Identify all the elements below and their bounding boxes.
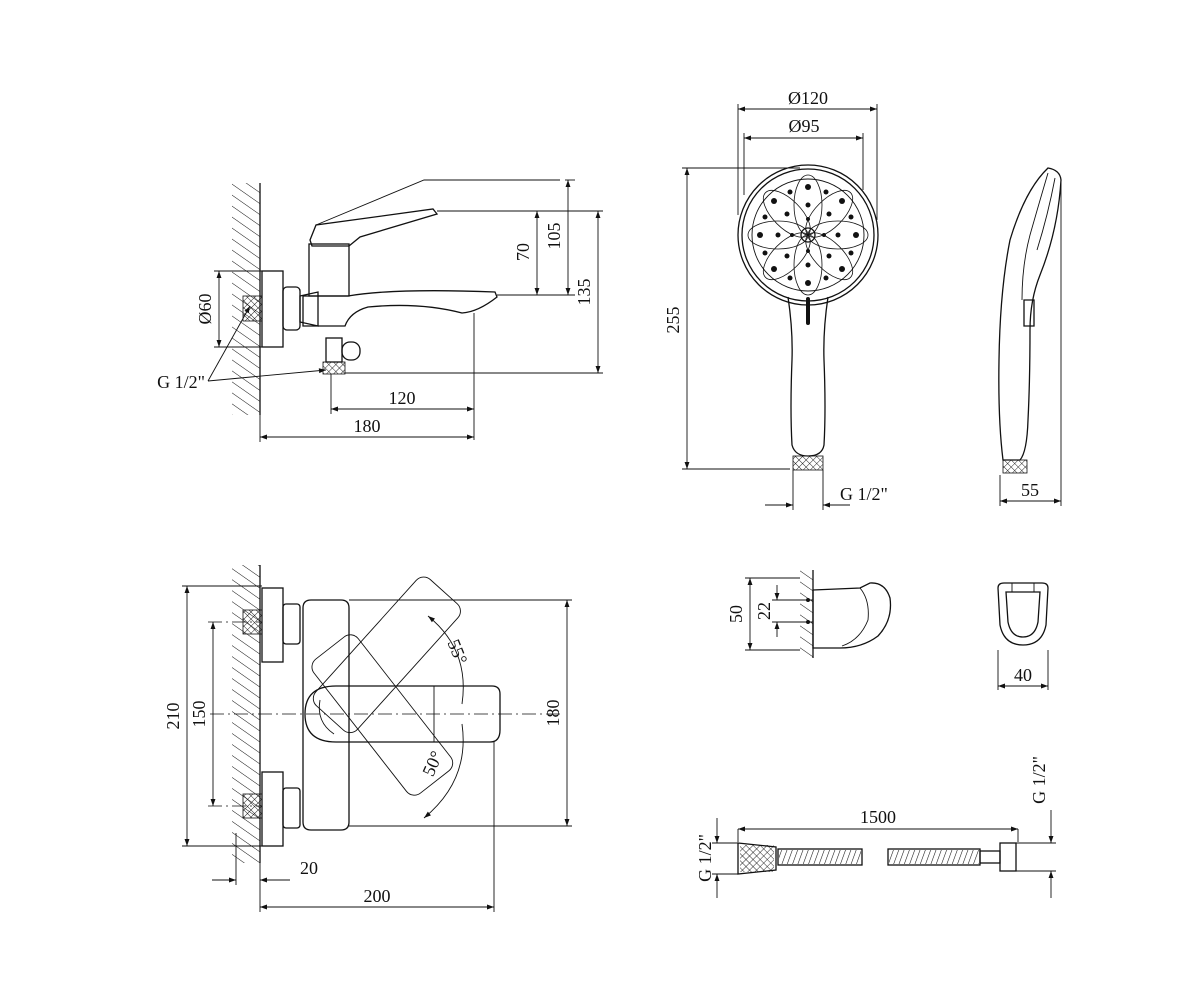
hose-outlet-thread: [322, 361, 346, 375]
holder-body: [812, 582, 892, 649]
holder-front: 40: [997, 582, 1049, 690]
dim-55: 55: [1021, 480, 1039, 500]
diverter-knob: [341, 341, 361, 361]
angle-arc-50: [423, 723, 464, 819]
hand-shower-front: Ø120 Ø95 255: [663, 88, 888, 510]
hose-cone-knurl: [740, 845, 774, 872]
upper-flange: [261, 587, 284, 663]
dim-20: 20: [300, 858, 318, 878]
dim-50: 50: [726, 605, 746, 623]
hose-thread-right-label: G 1/2": [1029, 756, 1049, 804]
holder-cup-line: [841, 587, 869, 647]
dim-135: 135: [574, 279, 594, 306]
hose-thread-left-label: G 1/2": [695, 834, 715, 882]
dim-40: 40: [1014, 665, 1032, 685]
lever-raised-outline: [315, 179, 560, 226]
lower-flange: [261, 771, 284, 847]
handle-rotated-right: [312, 576, 461, 734]
lever-handle: [309, 208, 439, 247]
holder-front-outline: [997, 582, 1049, 646]
head-thread-label: G 1/2": [840, 484, 888, 504]
angle-arc-55: [427, 615, 464, 705]
hose-segment-1: [777, 848, 863, 866]
mixer-cartridge: [308, 243, 350, 297]
angle-55: 55°: [444, 636, 472, 667]
dim-255: 255: [663, 307, 683, 334]
holder-side: 50 22: [726, 570, 892, 658]
dim-dia-60: Ø60: [195, 294, 215, 325]
dim-22: 22: [754, 602, 774, 620]
profile-face-line: [1021, 172, 1049, 301]
mixer-body-front: [302, 599, 350, 831]
handle-rotated-left: [311, 634, 454, 796]
handle-thread: [792, 455, 824, 471]
thread-stub: [242, 295, 263, 322]
dim-180-front: 180: [543, 700, 563, 727]
spray-area: [751, 178, 865, 292]
spray-nozzles: [747, 174, 869, 296]
lower-nut: [282, 787, 301, 829]
dim-dia-120: Ø120: [788, 88, 828, 108]
dim-105: 105: [544, 223, 564, 250]
dim-70: 70: [513, 243, 533, 261]
dim-180: 180: [354, 416, 381, 436]
holder-wall-hatch: [800, 570, 813, 658]
shower-hose: 1500 G 1/2" G 1/2": [695, 756, 1056, 898]
wall-flange: [261, 270, 284, 348]
profile-button: [1023, 299, 1035, 327]
spout: [302, 290, 498, 327]
dim-dia-95: Ø95: [789, 116, 820, 136]
hand-shower-profile: 55: [998, 167, 1062, 506]
dim-150: 150: [189, 701, 209, 728]
upper-nut: [282, 603, 301, 645]
dim-210: 210: [163, 703, 183, 730]
mode-selector: [806, 297, 810, 325]
profile-thread: [1002, 459, 1028, 474]
dim-200: 200: [364, 886, 391, 906]
profile-body: [998, 167, 1062, 461]
profile-face-line-2: [1036, 177, 1056, 251]
nozzle-dots: [757, 184, 859, 286]
hose-ferrule: [979, 850, 1001, 864]
side-thread-label: G 1/2": [157, 372, 205, 392]
center-hole: [800, 227, 816, 243]
angle-50: 50°: [418, 748, 447, 779]
handle-front: [304, 685, 501, 743]
holder-front-inner: [1005, 591, 1041, 638]
eccentric-nut: [282, 286, 301, 331]
dim-1500: 1500: [860, 807, 896, 827]
diverter-stem: [325, 337, 343, 363]
front-view: 55° 50° 210 150 180 20 200: [163, 565, 572, 912]
side-view: 70 105 135 Ø60 G 1/2" 120 180: [157, 179, 603, 442]
hose-nut: [999, 842, 1017, 872]
dim-120: 120: [389, 388, 416, 408]
